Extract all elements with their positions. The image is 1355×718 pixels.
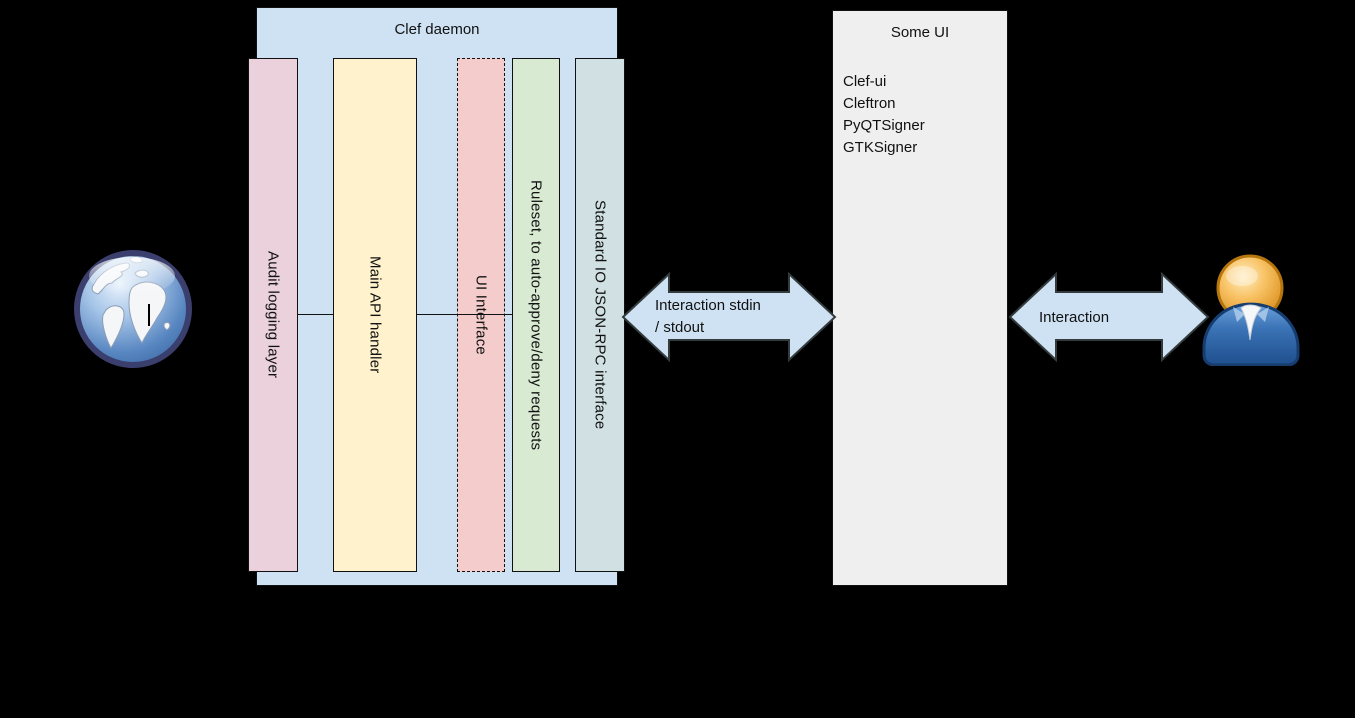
clef-daemon-title: Clef daemon — [394, 21, 480, 38]
some-ui-box: Some UI Clef-ui Cleftron PyQTSigner GTKS… — [832, 10, 1008, 586]
some-ui-list: Clef-ui Cleftron PyQTSigner GTKSigner — [843, 71, 925, 159]
some-ui-item: GTKSigner — [843, 139, 918, 156]
stdin-stdout-arrow-label: Interaction stdin / stdout — [655, 295, 761, 339]
some-ui-item: Clef-ui — [843, 73, 887, 90]
stdin-stdout-arrow-label-line2: / stdout — [655, 319, 705, 336]
main-api-handler-bar: Main API handler — [333, 58, 417, 572]
ui-interface-bar: UI Interface — [457, 58, 505, 572]
some-ui-title: Some UI — [890, 24, 950, 41]
stdin-stdout-arrow — [621, 271, 837, 363]
interaction-arrow-label: Interaction — [1039, 307, 1109, 329]
audit-logging-layer-label: Audit logging layer — [264, 251, 282, 379]
stdio-jsonrpc-bar: Standard IO JSON-RPC interface — [575, 58, 625, 572]
ruleset-bar: Ruleset, to auto-approve/deny requests — [512, 58, 560, 572]
user-icon — [1202, 254, 1300, 366]
connector-line-main-to-ruleset — [417, 314, 512, 315]
ui-interface-label: UI Interface — [472, 275, 490, 355]
stdio-jsonrpc-label: Standard IO JSON-RPC interface — [591, 200, 609, 430]
clef-daemon-box: Clef daemon — [256, 7, 618, 586]
globe-icon — [74, 250, 192, 368]
ruleset-label: Ruleset, to auto-approve/deny requests — [527, 179, 545, 451]
connector-line-audit-to-main — [298, 314, 333, 315]
some-ui-item: Cleftron — [843, 95, 896, 112]
stdin-stdout-arrow-label-line1: Interaction stdin — [655, 297, 761, 314]
audit-logging-layer-bar: Audit logging layer — [248, 58, 298, 572]
interaction-arrow-label-line1: Interaction — [1039, 309, 1110, 326]
interaction-arrow — [1008, 271, 1210, 363]
some-ui-item: PyQTSigner — [843, 117, 925, 134]
globe-connector-stub — [148, 304, 150, 326]
main-api-handler-label: Main API handler — [366, 256, 384, 374]
